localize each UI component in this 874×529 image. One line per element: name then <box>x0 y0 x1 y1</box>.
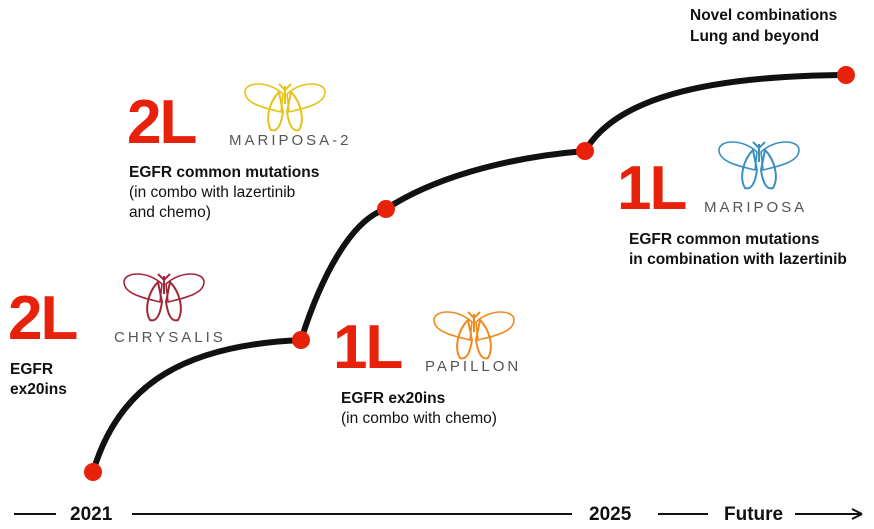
description-line: EGFR common mutations <box>129 164 320 181</box>
milestone-dot <box>576 142 594 160</box>
trial-name: MARIPOSA-2 <box>229 132 352 149</box>
description-line: and chemo) <box>129 204 211 221</box>
line-of-therapy-label: 1L <box>617 154 687 223</box>
timeline-label-2021: 2021 <box>66 505 117 524</box>
line-of-therapy-label: 2L <box>127 88 197 157</box>
future-outlook: Novel combinations Lung and beyond <box>690 5 837 47</box>
milestone-description: EGFR ex20ins <box>10 360 67 400</box>
future-line: Lung and beyond <box>690 28 820 45</box>
timeline-label-future: Future <box>720 505 788 524</box>
lung-butterfly-icon <box>433 311 515 360</box>
description-line: (in combo with chemo) <box>341 410 497 427</box>
trial-name: MARIPOSA <box>704 199 808 216</box>
description-line: (in combo with lazertinib <box>129 184 296 201</box>
milestone-description: EGFR common mutations in combination wit… <box>629 230 847 270</box>
description-line: EGFR ex20ins <box>341 390 446 407</box>
milestone-dot <box>377 200 395 218</box>
description-line: in combination with lazertinib <box>629 251 847 268</box>
milestone-dot <box>292 331 310 349</box>
description-line: EGFR common mutations <box>629 231 820 248</box>
trial-name: PAPILLON <box>425 358 522 375</box>
description-line: EGFR <box>10 361 54 378</box>
lung-butterfly-icon <box>123 273 205 322</box>
arrow-head-icon <box>851 508 863 520</box>
timeline-label-2025: 2025 <box>585 505 636 524</box>
lung-butterfly-icon <box>244 83 326 132</box>
milestone-dot <box>837 66 855 84</box>
line-of-therapy-label: 2L <box>8 284 78 353</box>
lung-butterfly-icon <box>718 141 800 190</box>
milestone-description: EGFR ex20ins (in combo with chemo) <box>341 389 497 429</box>
future-line: Novel combinations <box>690 7 838 24</box>
milestone-dot <box>84 463 102 481</box>
line-of-therapy-label: 1L <box>333 313 403 382</box>
milestone-description: EGFR common mutations (in combo with laz… <box>129 163 319 223</box>
description-line: ex20ins <box>10 381 67 398</box>
trial-name: CHRYSALIS <box>114 329 226 346</box>
